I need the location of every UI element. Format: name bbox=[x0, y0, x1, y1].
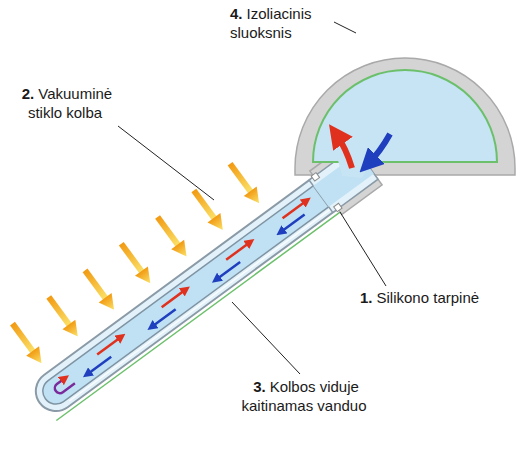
sun-rays bbox=[228, 162, 254, 195]
sun-rays bbox=[115, 239, 157, 288]
sun-rays bbox=[79, 266, 121, 315]
sun-rays bbox=[6, 319, 48, 368]
leader-line bbox=[232, 302, 300, 374]
callout-number: 3. bbox=[253, 378, 266, 395]
cold-flow-arrows bbox=[87, 215, 305, 375]
sun-rays bbox=[6, 159, 266, 368]
sun-rays bbox=[244, 186, 266, 208]
leader-line bbox=[340, 212, 386, 286]
turn-arrow bbox=[53, 375, 75, 395]
inner-glass bbox=[38, 159, 366, 410]
callout-label: 3.Kolbos viduje kaitinamas vanduo bbox=[226, 377, 386, 415]
hot-flow-arrows bbox=[97, 201, 307, 355]
sun-rays bbox=[155, 215, 181, 248]
callout-number: 1. bbox=[360, 289, 373, 306]
glass-highlight bbox=[69, 194, 351, 401]
sun-rays bbox=[99, 293, 121, 315]
sun-rays bbox=[187, 186, 229, 235]
cold-flow-arrows bbox=[87, 357, 111, 375]
hot-flow-arrows bbox=[97, 337, 121, 355]
callout-label: 2.Vakuuminė stiklo kolba bbox=[4, 84, 130, 122]
cold-flow-arrows bbox=[216, 262, 240, 280]
tank-water bbox=[300, 46, 510, 166]
hot-rise-arrow bbox=[336, 134, 352, 168]
sun-rays bbox=[208, 213, 230, 235]
cold-sink-arrow bbox=[368, 134, 390, 164]
hot-flow-arrows bbox=[226, 242, 250, 260]
sun-rays bbox=[26, 346, 48, 368]
silicone-seal bbox=[311, 173, 319, 181]
sun-rays bbox=[135, 266, 157, 288]
part-name: Vakuuminė stiklo kolba bbox=[28, 85, 112, 121]
leader-lines bbox=[118, 22, 386, 374]
callout-label: 1.Silikono tarpinė bbox=[360, 288, 528, 307]
sun-rays bbox=[10, 322, 36, 355]
silicone-seal bbox=[334, 203, 342, 211]
callout-number: 2. bbox=[22, 85, 35, 102]
callout-label: 4.Izoliacinis sluoksnis bbox=[230, 4, 342, 42]
sun-rays bbox=[42, 292, 84, 341]
part-name: Silikono tarpinė bbox=[377, 289, 480, 306]
cold-flow-arrows bbox=[151, 309, 175, 327]
cold-flow-arrows bbox=[280, 215, 304, 233]
sun-rays bbox=[191, 189, 217, 222]
leader-line bbox=[334, 22, 356, 33]
sun-rays bbox=[83, 269, 109, 302]
sun-rays bbox=[151, 212, 193, 261]
sun-rays bbox=[62, 320, 84, 342]
sun-rays bbox=[171, 240, 193, 262]
callout-number: 4. bbox=[230, 5, 243, 22]
leader-line bbox=[118, 126, 214, 200]
sun-rays bbox=[224, 159, 266, 208]
hot-flow-arrows bbox=[162, 289, 186, 307]
sun-rays bbox=[46, 295, 72, 328]
tank-wall bbox=[313, 70, 497, 162]
sun-rays bbox=[119, 242, 145, 275]
